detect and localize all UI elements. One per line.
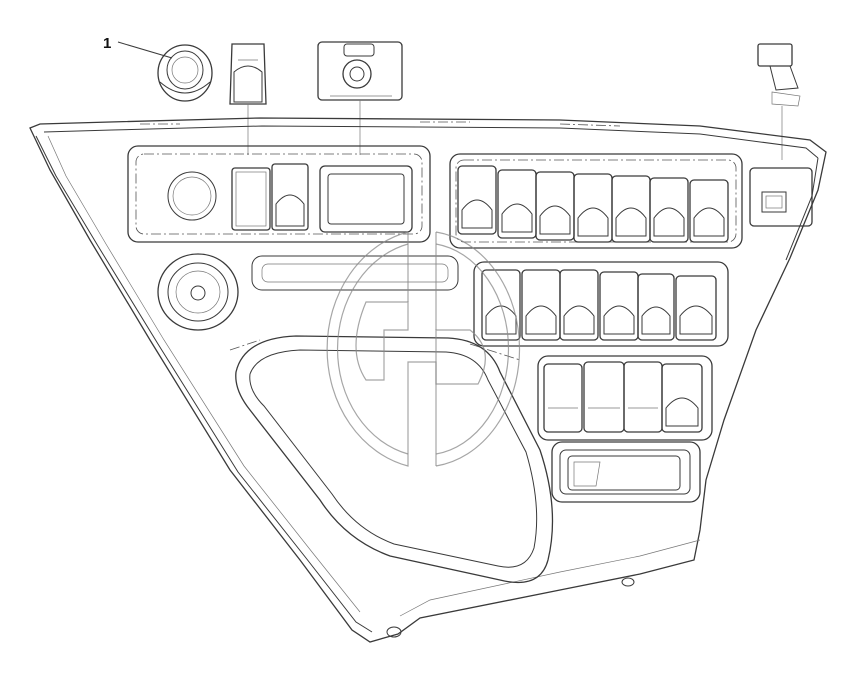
rocker-slot-2[interactable] [271,163,309,231]
switch-row-lower [537,355,713,441]
switch-top-7[interactable] [689,179,729,243]
switch-mid-1[interactable] [481,269,521,341]
bottom-rect-switch[interactable] [551,441,701,503]
switch-low-2[interactable] [583,361,625,433]
watermark-logo [326,231,521,467]
horizontal-slot [251,255,459,291]
switch-mid-3[interactable] [559,269,599,341]
left-switch-cluster [127,145,431,243]
display-switch-part[interactable] [317,41,403,155]
switch-top-1[interactable] [457,165,497,235]
small-square-switch[interactable] [749,167,813,227]
panel-outline [29,117,827,643]
switch-top-4[interactable] [573,173,613,243]
small-toggle-part[interactable] [757,43,801,160]
callout-1: 1 [103,35,173,59]
switch-low-4[interactable] [661,363,703,433]
switch-top-3[interactable] [535,171,575,241]
switch-mid-4[interactable] [599,271,639,341]
switch-row-top [449,153,743,249]
rocker-slot-1[interactable] [231,167,271,231]
rocker-switch-part[interactable] [229,43,267,155]
central-opening [229,335,554,584]
switch-mid-6[interactable] [675,275,717,341]
round-control-knob[interactable] [157,253,239,331]
switch-top-2[interactable] [497,169,537,239]
display-slot[interactable] [319,165,413,233]
callout-number-1: 1 [103,35,111,52]
ignition-socket[interactable] [167,171,217,221]
part-1-round-knob[interactable] [157,44,213,102]
switch-row-middle [473,261,729,347]
switch-low-1[interactable] [543,363,583,433]
switch-low-3[interactable] [623,361,663,433]
switch-mid-5[interactable] [637,273,675,341]
switch-mid-2[interactable] [521,269,561,341]
switch-top-6[interactable] [649,177,689,243]
switch-top-5[interactable] [611,175,651,243]
